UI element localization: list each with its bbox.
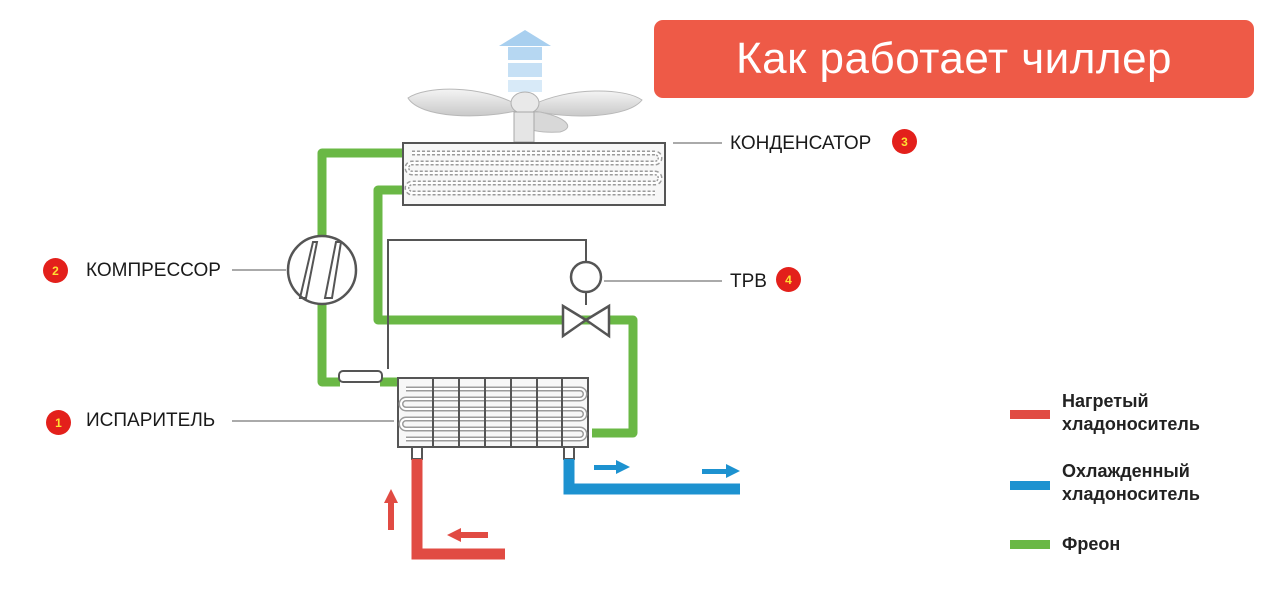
expansion-valve-label: ТРВ: [730, 271, 767, 292]
page-title: Как работает чиллер: [735, 34, 1173, 83]
evaporator-icon: [397, 377, 589, 460]
compressor-icon: [286, 234, 358, 306]
leader-lines: [232, 142, 722, 422]
compressor-label: КОМПРЕССОР: [86, 260, 221, 281]
fan-icon: [407, 88, 643, 143]
compressor-number-badge: 2: [43, 258, 68, 283]
hot-coolant-pipe: [384, 459, 505, 560]
title-banner: Как работает чиллер: [654, 20, 1254, 98]
suction-tank: [338, 370, 383, 383]
cold-coolant-pipe: [563, 459, 740, 495]
legend-text-hot: Нагретый хладоноситель: [1062, 391, 1200, 434]
condenser-label: КОНДЕНСАТОР: [730, 133, 872, 154]
control-line: [387, 239, 587, 369]
evaporator-label: ИСПАРИТЕЛЬ: [86, 410, 216, 431]
expansion-valve-number-badge: 4: [776, 267, 801, 292]
airflow-arrow-icon: [499, 30, 551, 92]
condenser-number-badge: 3: [892, 129, 917, 154]
condenser-icon: [402, 142, 666, 206]
legend-swatch-hot: [1010, 410, 1050, 419]
legend-text-freon: Фреон: [1062, 534, 1121, 554]
legend-swatch-cold: [1010, 481, 1050, 490]
expansion-valve-icon: [561, 260, 611, 339]
evaporator-number-badge: 1: [46, 410, 71, 435]
legend-text-cold: Охлажденный хладоноситель: [1062, 461, 1200, 504]
legend-swatch-freon: [1010, 540, 1050, 549]
